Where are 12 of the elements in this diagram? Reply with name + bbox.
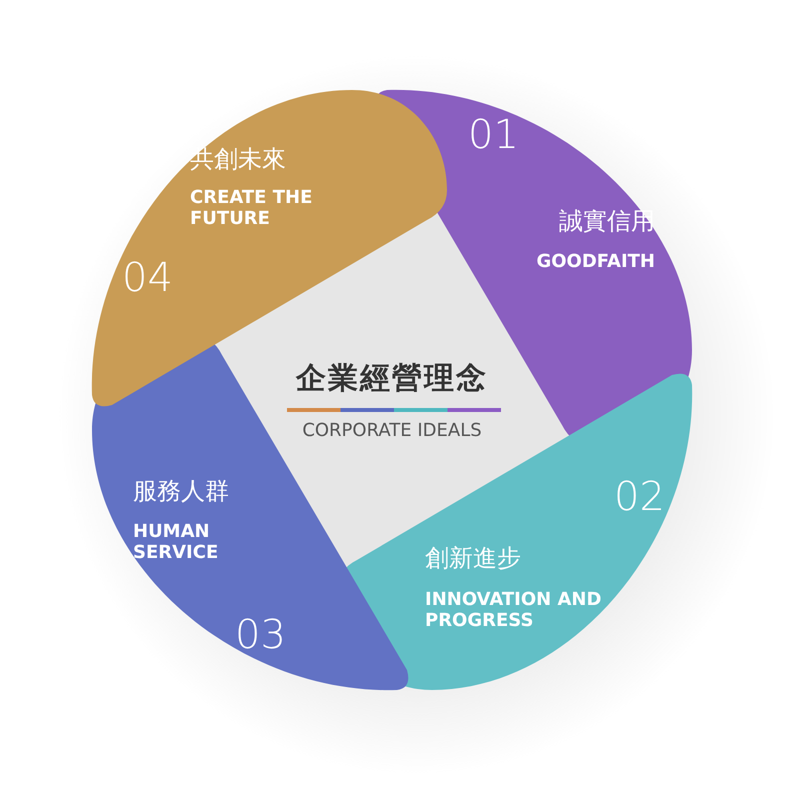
chinese-heading: 創新進步 [425, 545, 521, 573]
title: 企業經營理念 [294, 360, 489, 398]
step-number: 02 [614, 474, 665, 520]
english-heading: GOODFAITH [535, 252, 655, 273]
chinese-heading: 服務人群 [133, 478, 229, 506]
english-heading: HUMAN SERVICE [133, 522, 220, 564]
english-heading: INNOVATION AND PROGRESS [425, 590, 602, 632]
english-heading: CREATE THE FUTURE [190, 188, 314, 230]
step-number: 03 [235, 612, 286, 658]
step-number: 04 [122, 255, 173, 301]
step-number: 01 [468, 112, 519, 158]
subtitle: CORPORATE IDEALS [301, 420, 483, 441]
